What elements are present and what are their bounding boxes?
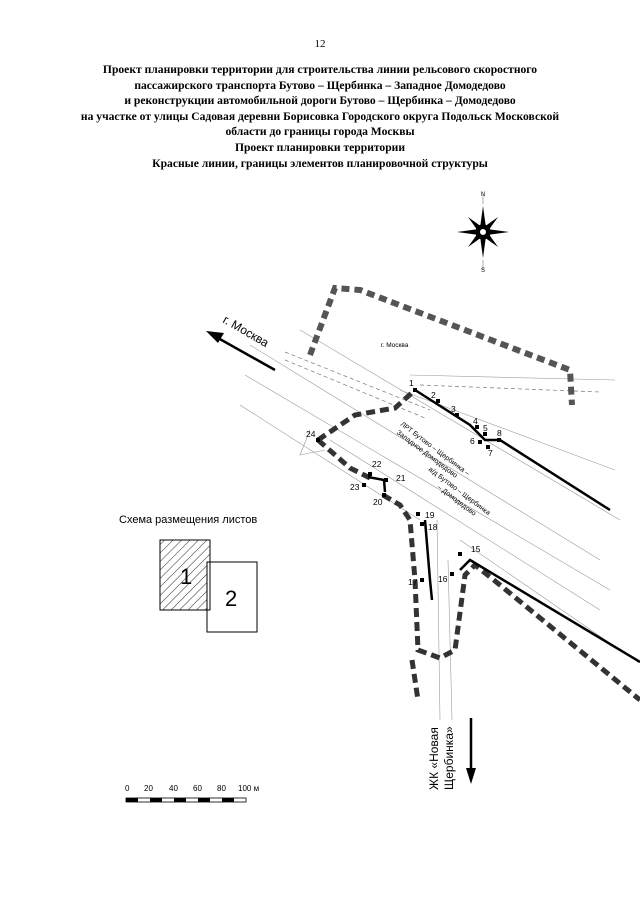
sheet-scheme: [159, 539, 258, 633]
title-line: пассажирского транспорта Бутово – Щербин…: [134, 78, 506, 92]
sheet-2: [206, 561, 258, 633]
page-number: 12: [314, 38, 326, 50]
title-line: Проект планировки территории для строите…: [102, 63, 538, 76]
compass-rose-icon: [457, 194, 509, 270]
title-line: и реконструкции автомобильной дороги Бут…: [124, 94, 516, 108]
point-label: 6: [470, 436, 475, 446]
point-label: 17: [408, 577, 418, 587]
point-label: 22: [372, 459, 382, 469]
scale-bar-labels: 0 20 40 60 80 100 м: [125, 784, 259, 793]
title-line: Красные линии, границы элементов планиро…: [152, 156, 488, 170]
point-label: 18: [428, 522, 438, 532]
page-title: Проект планировки территории для строите…: [20, 62, 620, 171]
point-label: 20: [373, 497, 383, 507]
point-label: 5: [483, 423, 488, 433]
scale-tick: 0: [125, 784, 130, 793]
point-label: 1: [409, 378, 414, 388]
point-label: 19: [425, 510, 435, 520]
sheet-scheme-title: Схема размещения листов: [119, 514, 257, 526]
scale-bar: [125, 797, 247, 803]
zhk-direction-arrow: [466, 718, 476, 784]
title-line: Проект планировки территории: [234, 140, 406, 154]
sheet-2-label: 2: [225, 586, 237, 611]
point-label: 23: [350, 482, 360, 492]
road-label-1: а/д Бутово – Щербинка: [427, 465, 492, 517]
point-label: 4: [473, 416, 478, 426]
point-label: 3: [451, 404, 456, 414]
scale-tick: 100 м: [238, 784, 259, 793]
point-label: 2: [431, 390, 436, 400]
point-label: 24: [306, 429, 316, 439]
point-label: 7: [488, 448, 493, 458]
scale-tick: 40: [169, 784, 178, 793]
sheet-1-label: 1: [180, 564, 192, 589]
planning-boundaries: [316, 388, 640, 702]
point-label: 21: [396, 473, 406, 483]
point-label: 15: [471, 544, 481, 554]
point-markers: [316, 388, 501, 582]
zhk-direction-label: ЖК «Новая Щербинка»: [427, 726, 456, 790]
title-line: на участке от улицы Садовая деревни Бори…: [80, 109, 560, 123]
compass-north-label: N: [481, 192, 485, 198]
title-line: области до границы города Москвы: [225, 125, 415, 139]
point-label: 8: [497, 428, 502, 438]
zhk-direction-label-1: ЖК «Новая: [427, 727, 441, 790]
scale-tick: 20: [144, 784, 153, 793]
point-labels: 1 2 3 4 5 6 7 8 15 16 17 18 19 20 21 22 …: [306, 378, 502, 587]
compass-south-label: S: [481, 268, 485, 274]
zhk-direction-label-2: Щербинка»: [442, 726, 456, 790]
scale-tick: 80: [217, 784, 226, 793]
moscow-area-label: г. Москва: [381, 342, 409, 349]
point-label: 16: [438, 574, 448, 584]
moscow-direction-arrow: [206, 331, 276, 372]
moscow-boundary: [307, 284, 575, 406]
scale-tick: 60: [193, 784, 202, 793]
